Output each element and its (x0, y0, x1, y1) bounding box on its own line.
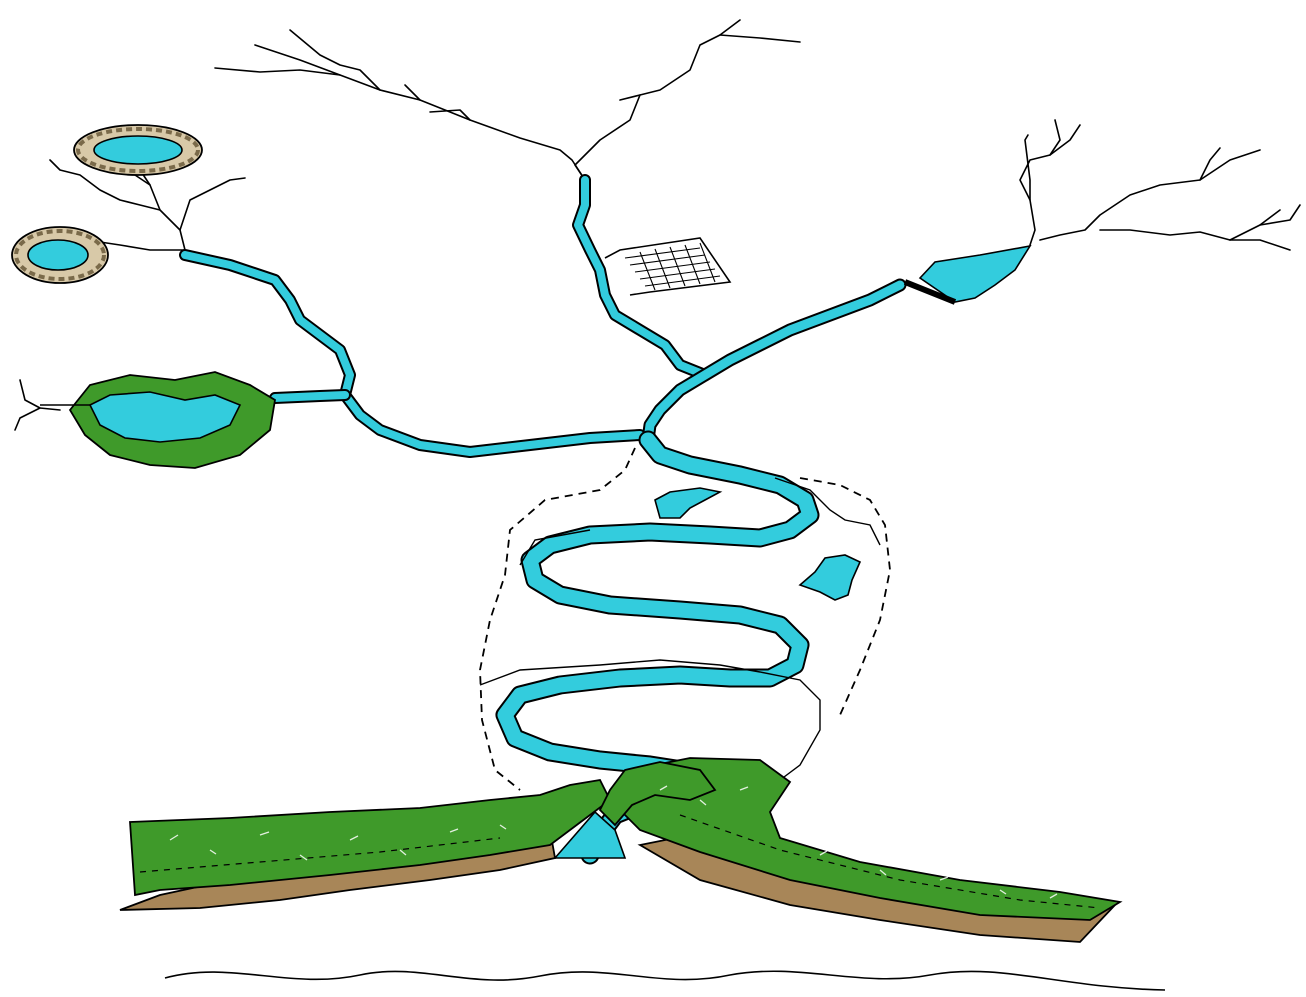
dammed-reservoir-icon (905, 246, 1030, 302)
grid-field-icon (605, 238, 730, 295)
river-water (185, 180, 900, 855)
stone-well-icon (12, 227, 108, 283)
river-delta-icon (120, 758, 1120, 942)
oxbow-lake-icon (800, 555, 860, 600)
river-channels (185, 180, 900, 855)
sea-line (165, 971, 1165, 990)
stone-well-icon (74, 125, 202, 175)
oxbow-lake-icon (655, 488, 720, 518)
marsh-pond-icon (40, 372, 275, 468)
tributary-lines (15, 20, 1300, 430)
